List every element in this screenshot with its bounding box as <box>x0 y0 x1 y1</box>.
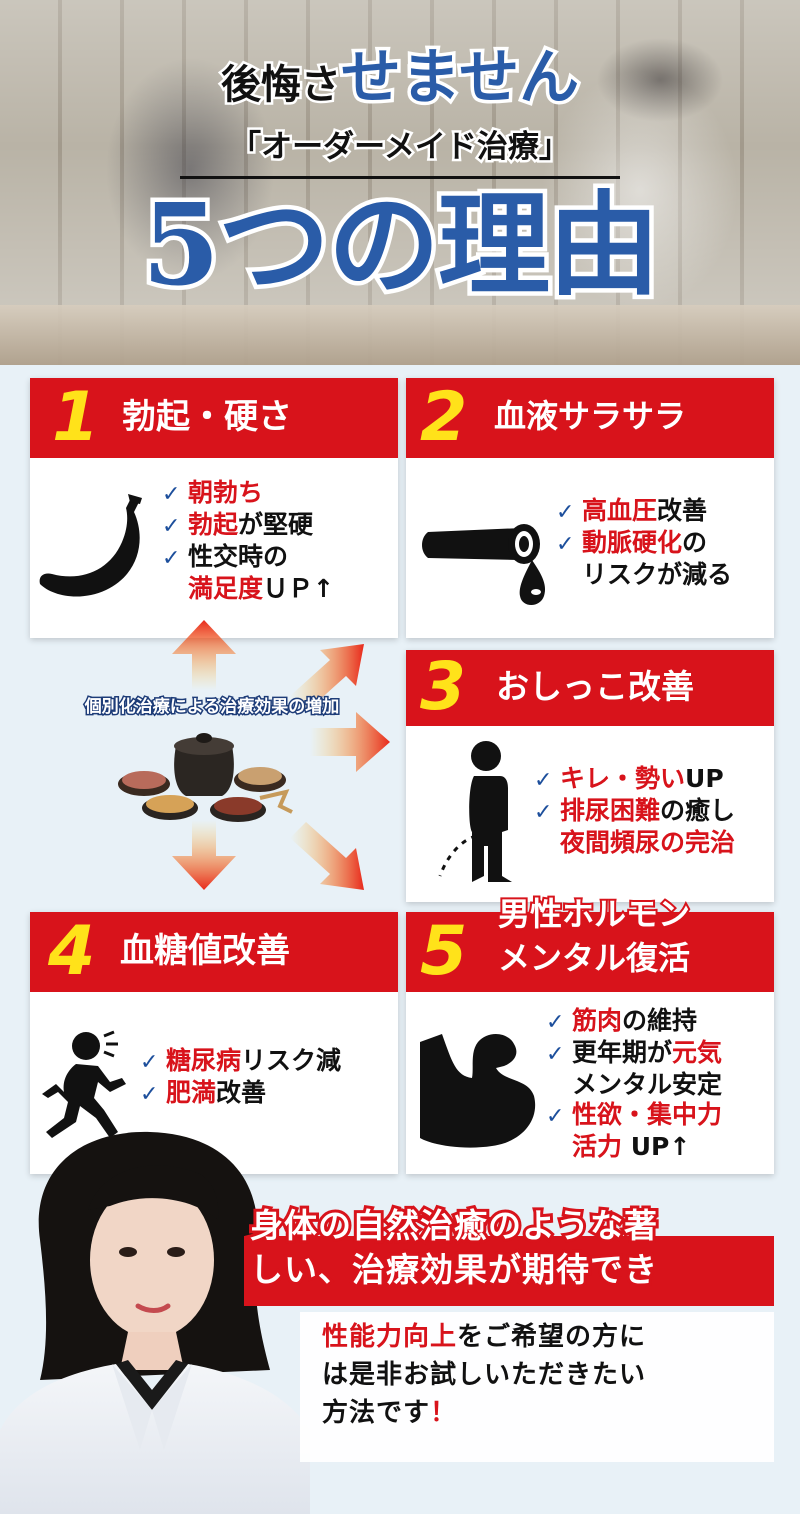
reason-card-2: 2 血液サラサラ ✓高血圧改善 ✓動脈硬化の リスクが減る <box>406 378 774 638</box>
check-icon: ✓ <box>140 1082 159 1107</box>
list-item: 満足度ＵＰ↑ <box>188 574 334 603</box>
reason-card-5-header: 5 男性ホルモン メンタル復活 <box>406 895 774 992</box>
reason-title: 勃起・硬さ <box>122 397 292 437</box>
reason-title: 血糖値改善 <box>120 931 290 971</box>
center-label: 個別化治療による治療効果の増加 <box>83 696 341 719</box>
reason-card-5: 5 男性ホルモン メンタル復活 ✓筋肉の維持 ✓更年期が元気 メンタル安定 ✓性… <box>406 895 774 1174</box>
headline-underline <box>180 176 620 179</box>
reason-number: 3 <box>420 648 466 725</box>
check-icon: ✓ <box>556 532 575 557</box>
exclamation-mark: ！ <box>430 1398 458 1428</box>
list-item: ✓肥満改善 <box>140 1078 341 1110</box>
list-item: ✓朝勃ち <box>162 478 334 510</box>
reason-list: ✓朝勃ち ✓勃起が堅硬 ✓性交時の 満足度ＵＰ↑ <box>162 478 334 604</box>
list-item: リスクが減る <box>582 560 733 589</box>
reason-list: ✓糖尿病リスク減 ✓肥満改善 <box>140 1046 341 1110</box>
list-item: ✓糖尿病リスク減 <box>140 1046 341 1078</box>
check-icon: ✓ <box>534 768 553 793</box>
header-photo: 後悔させません 「オーダーメイド治療」 5つの理由 <box>0 0 800 365</box>
pipe-drop-icon <box>422 524 546 605</box>
list-item: ✓キレ・勢いUP <box>534 764 735 796</box>
list-item: ✓性欲・集中力 <box>546 1100 722 1132</box>
herbal-medicine-pot-icon <box>118 733 293 822</box>
reason-card-4-header: 4 血糖値改善 <box>30 912 398 992</box>
highlight-banner-text: 身体の自然治癒のような著 しい、治療効果が期待でき <box>247 1203 660 1292</box>
list-item: メンタル安定 <box>572 1070 723 1099</box>
running-man-icon <box>42 1030 126 1138</box>
reason-number: 4 <box>48 912 96 991</box>
check-icon: ✓ <box>556 500 575 525</box>
list-item: 活力 UP↑ <box>572 1132 691 1161</box>
reason-title: おしっこ改善 <box>496 667 694 706</box>
highlight-banner <box>244 1236 774 1306</box>
list-item: ✓排尿困難の癒し <box>534 796 735 828</box>
list-item: 夜間頻尿の完治 <box>560 828 736 857</box>
headline-line1-a: 後悔さ <box>218 61 343 108</box>
list-item: ✓更年期が元気 <box>546 1038 722 1070</box>
reason-card-3-header: 3 おしっこ改善 <box>406 650 774 726</box>
reason-title-line2: メンタル復活 <box>498 939 691 977</box>
list-item: ✓高血圧改善 <box>556 496 732 528</box>
arrows-graphic <box>172 620 390 890</box>
reason-list: ✓筋肉の維持 ✓更年期が元気 メンタル安定 ✓性欲・集中力 活力 UP↑ <box>546 1006 722 1162</box>
reason-list: ✓高血圧改善 ✓動脈硬化の リスクが減る <box>556 496 732 590</box>
reason-card-2-header: 2 血液サラサラ <box>406 378 774 458</box>
check-icon: ✓ <box>162 514 181 539</box>
message-text: 性能力向上をご希望の方に は是非お試しいただきたい 方法です！ <box>322 1322 647 1428</box>
check-icon: ✓ <box>140 1050 159 1075</box>
reason-card-1-header: 1 勃起・硬さ <box>30 378 398 458</box>
check-icon: ✓ <box>546 1010 565 1035</box>
reason-number: 5 <box>420 912 468 991</box>
reason-list: ✓キレ・勢いUP ✓排尿困難の癒し 夜間頻尿の完治 <box>534 764 735 858</box>
check-icon: ✓ <box>534 800 553 825</box>
doctor-portrait <box>0 1131 310 1514</box>
list-item: ✓動脈硬化の <box>556 528 732 560</box>
reason-title-line1: 男性ホルモン <box>496 895 692 933</box>
urinating-man-icon <box>438 741 512 882</box>
list-item: ✓性交時の <box>162 542 334 574</box>
list-item: ✓勃起が堅硬 <box>162 510 334 542</box>
flexed-arm-icon <box>420 1033 536 1148</box>
list-item: ✓筋肉の維持 <box>546 1006 722 1038</box>
headline-line2: 「オーダーメイド治療」 <box>228 129 573 165</box>
check-icon: ✓ <box>162 546 181 571</box>
reason-number: 2 <box>420 378 468 457</box>
headline-line1: 後悔させません <box>0 45 800 112</box>
reason-card-1: 1 勃起・硬さ ✓朝勃ち ✓勃起が堅硬 ✓性交時の 満足度ＵＰ↑ <box>30 378 398 638</box>
check-icon: ✓ <box>546 1042 565 1067</box>
message-box <box>300 1312 774 1462</box>
reason-card-4: 4 血糖値改善 ✓糖尿病リスク減 ✓肥満改善 <box>30 912 398 1174</box>
check-icon: ✓ <box>162 482 181 507</box>
headline-line3: 5つの理由 <box>138 180 665 311</box>
reason-number: 1 <box>52 378 100 457</box>
reason-card-3: 3 おしっこ改善 ✓キレ・勢いUP ✓排尿困難の癒し 夜間頻尿の完治 <box>406 650 774 902</box>
reason-title: 血液サラサラ <box>494 397 687 435</box>
banana-icon <box>39 494 142 597</box>
check-icon: ✓ <box>546 1104 565 1129</box>
headline-line1-b: せません <box>337 43 582 113</box>
